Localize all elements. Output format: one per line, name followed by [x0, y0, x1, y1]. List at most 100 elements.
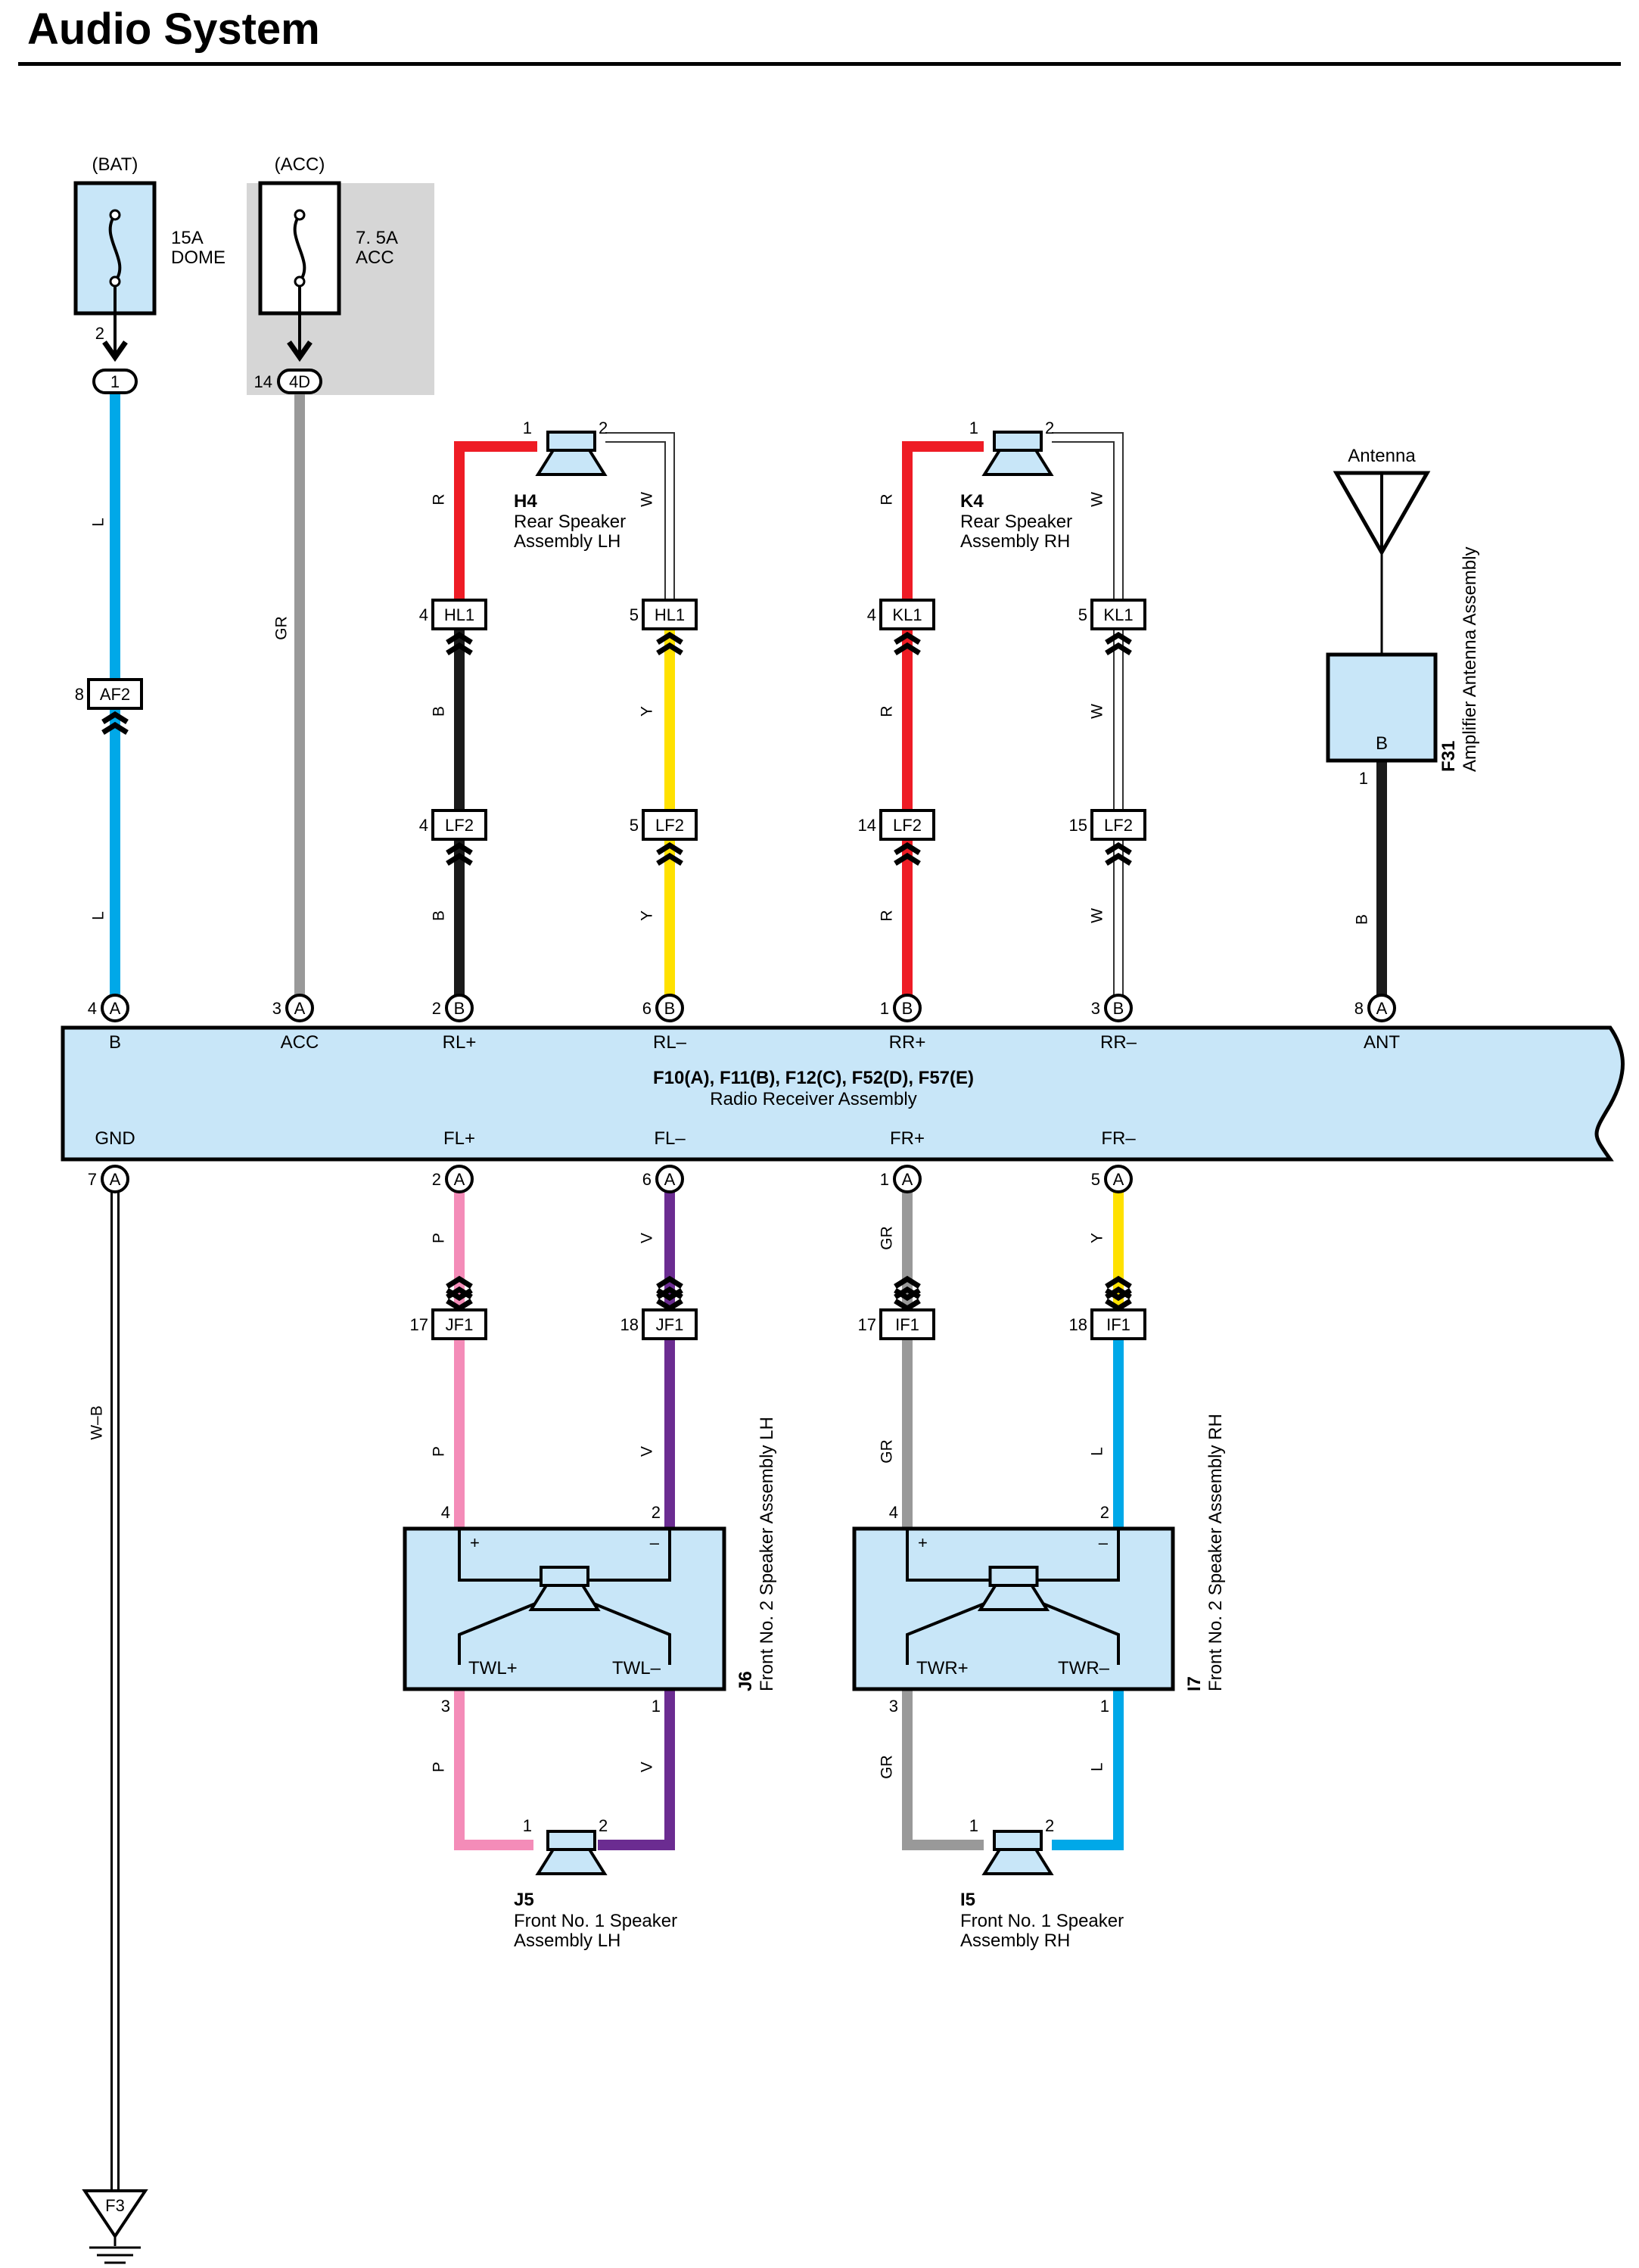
terminal: [445, 994, 474, 1022]
wire-color-code: V: [639, 1233, 656, 1243]
terminal-label: FL–: [654, 1128, 686, 1149]
wire-twl-plus: [454, 1691, 533, 1850]
wire-twr-plus: [902, 1691, 984, 1850]
wire-color-code: GR: [273, 616, 291, 640]
wire-color-code: B: [431, 706, 448, 717]
connector-KL1: [1090, 599, 1146, 630]
wire-color-code: L: [1089, 1762, 1106, 1772]
wire-color-code: L: [90, 911, 107, 920]
connector-pin: 17: [410, 1315, 428, 1334]
amplifier-antenna-box: [1326, 652, 1438, 763]
rear-speaker-cone: [535, 449, 608, 476]
connector-name: AF2: [100, 685, 130, 704]
connector-LF2: [879, 809, 935, 841]
connector-arrow: [446, 631, 473, 645]
terminal-label: RR+: [889, 1032, 926, 1053]
connector-pin: 8: [75, 685, 84, 704]
connector-name: LF2: [1104, 816, 1133, 835]
ground-icon: [82, 2189, 148, 2239]
connector-LF2: [1090, 809, 1146, 841]
junction-connector: [277, 369, 322, 394]
title-rule: [18, 62, 1621, 66]
rear-speaker-magnet: [546, 431, 596, 452]
wire-color-code: L: [90, 518, 107, 527]
speaker-name: Assembly RH: [960, 1930, 1070, 1951]
polarity-plus: +: [470, 1533, 480, 1552]
connector-name: LF2: [445, 816, 474, 835]
assembly-pin: 4: [889, 1503, 898, 1522]
connector-pin: 18: [1069, 1315, 1087, 1334]
connector-name: JF1: [656, 1315, 684, 1334]
connector-arrow: [894, 852, 921, 866]
wire-color-code: V: [639, 1762, 656, 1772]
connector-LF2: [642, 809, 698, 841]
tweeter-minus: TWR–: [1058, 1658, 1110, 1678]
terminal-pin: 2: [432, 999, 441, 1018]
wire-color-code: B: [1354, 914, 1371, 925]
connector-arrow: [894, 1275, 921, 1289]
speaker-id: H4: [514, 491, 537, 512]
wire-color-code: W–B: [89, 1405, 106, 1440]
assembly-id: J6: [736, 1671, 756, 1691]
wire-color-code: W: [1089, 704, 1106, 719]
fuse-rating: 7. 5A: [356, 228, 398, 248]
wire-color-code: W: [1089, 492, 1106, 507]
connector-pin: 4: [867, 605, 876, 624]
fuse-pin: 14: [254, 372, 272, 391]
connector-name: HL1: [655, 605, 685, 624]
wire-color-code: L: [1089, 1447, 1106, 1456]
fuse-source: (BAT): [92, 154, 138, 175]
tweeter-cone: [977, 1584, 1050, 1611]
terminal: [1104, 1165, 1133, 1193]
front-no1-speaker-magnet: [993, 1830, 1043, 1851]
terminal-label: ANT: [1364, 1032, 1400, 1053]
terminal-pin: 8: [1354, 999, 1364, 1018]
fuse-contact: [294, 209, 306, 221]
terminal-label: FL+: [443, 1128, 475, 1149]
assembly-pin: 3: [889, 1697, 898, 1716]
front-no1-speaker-cone: [535, 1848, 608, 1875]
connector-arrow-down: [1105, 1288, 1132, 1302]
assembly-id: I7: [1184, 1676, 1205, 1691]
radio-connectors: F10(A), F11(B), F12(C), F52(D), F57(E): [653, 1068, 974, 1088]
terminal: [101, 994, 129, 1022]
connector-pin: 5: [630, 816, 639, 835]
connector-arrow-down: [894, 1299, 921, 1312]
connector-pin: 5: [1078, 605, 1087, 624]
wire-color-code: Y: [639, 910, 656, 921]
terminal: [655, 1165, 684, 1193]
wire-color-code: R: [879, 910, 896, 921]
front-no1-speaker-cone: [981, 1848, 1054, 1875]
terminal-pin: 1: [880, 1170, 889, 1189]
fuse-contact: [294, 275, 306, 288]
connector-arrow-down: [656, 1288, 683, 1302]
fuse-contact: [109, 275, 121, 288]
connector-name: JF1: [446, 1315, 474, 1334]
terminal: [285, 994, 314, 1022]
connector-arrow: [1105, 852, 1132, 866]
wire-color-code: W: [639, 492, 656, 507]
terminal-connector: A: [902, 1170, 913, 1189]
wire-rl-plus-high: [454, 441, 537, 605]
front-no1-speaker-magnet: [546, 1830, 596, 1851]
ground-label: F3: [105, 2196, 125, 2215]
connector-KL1: [879, 599, 935, 630]
speaker-name: Assembly LH: [514, 1930, 620, 1951]
amplifier-id: F31: [1438, 741, 1459, 772]
wire-color-code: GR: [879, 1439, 896, 1464]
connector-arrow-down: [894, 1288, 921, 1302]
connector-pin: 4: [419, 816, 428, 835]
polarity-plus: +: [918, 1533, 928, 1552]
assembly-pin: 1: [652, 1697, 661, 1716]
connector-arrow: [446, 642, 473, 655]
connector-arrow: [1105, 642, 1132, 655]
wire-color-code: P: [431, 1233, 448, 1243]
speaker-id: I5: [960, 1890, 975, 1910]
speaker-name: Front No. 1 Speaker: [960, 1911, 1124, 1931]
terminal-connector: B: [664, 999, 676, 1018]
amplifier-pin: 1: [1359, 769, 1368, 788]
terminal-connector: A: [110, 999, 121, 1018]
connector-HL1: [642, 599, 698, 630]
terminal-connector: B: [454, 999, 465, 1018]
front-no2-internal: [458, 1601, 671, 1665]
